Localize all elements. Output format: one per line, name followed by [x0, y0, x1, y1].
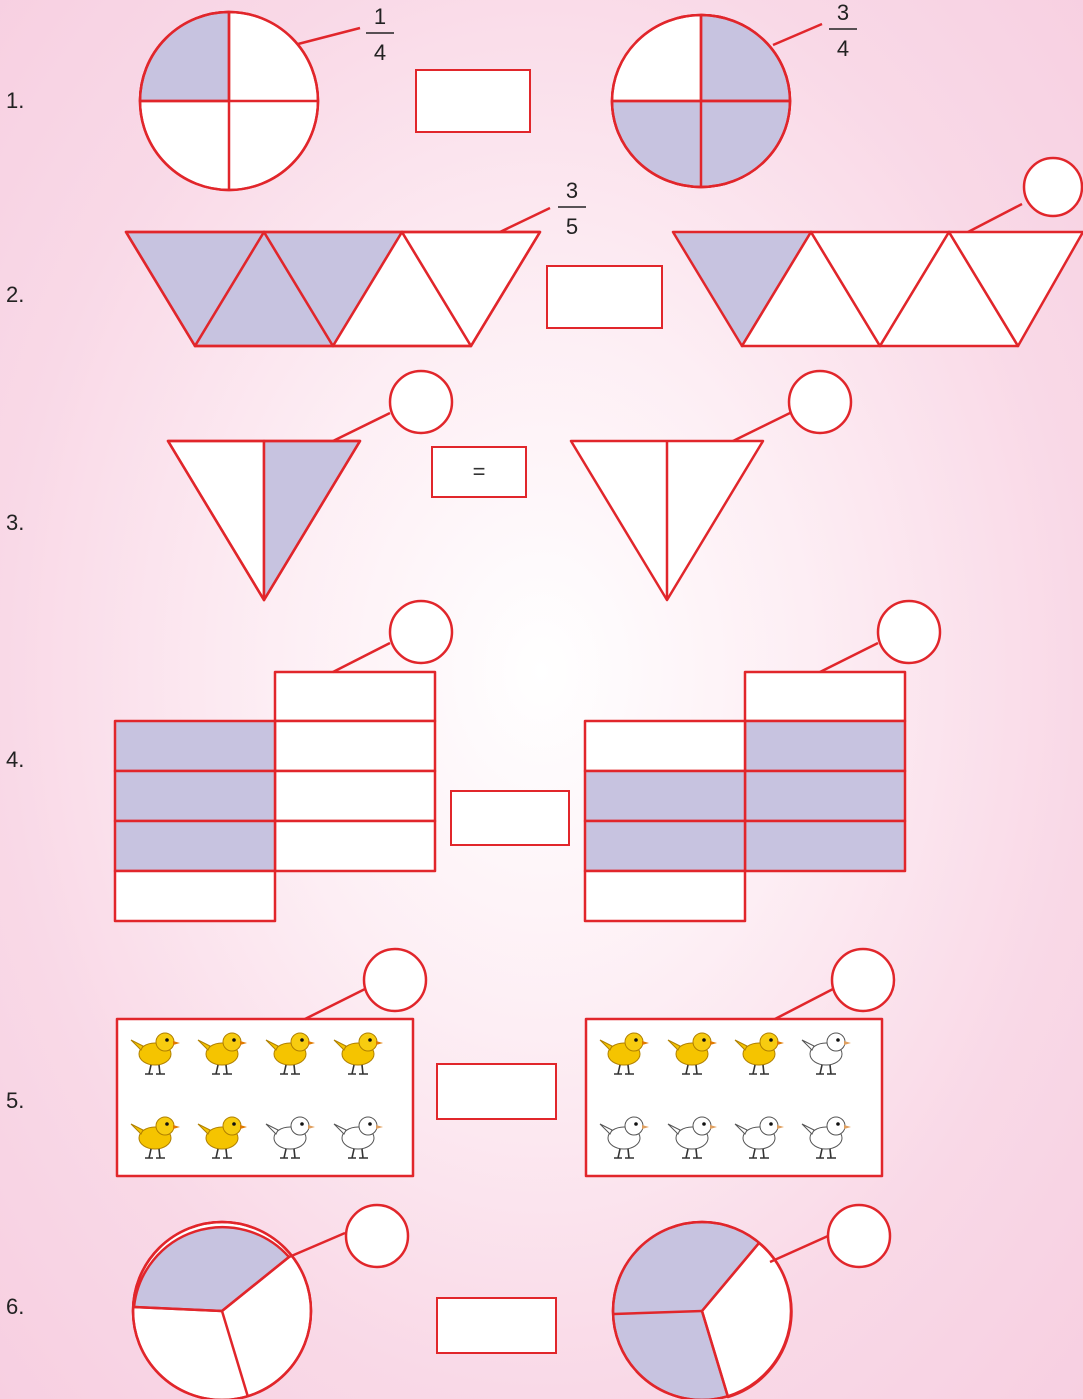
row-number-4: 4. [6, 747, 25, 772]
row6-left-fraction-circle [344, 1203, 410, 1269]
row4-left-grid [113, 670, 437, 923]
svg-text:5: 5 [566, 214, 578, 239]
row5-right-fraction-circle [830, 947, 896, 1013]
row1-right-ellipse [610, 13, 792, 189]
row-number-3: 3. [6, 510, 25, 535]
row2-right-trapezoid [671, 230, 1083, 348]
row-number-5: 5. [6, 1088, 25, 1113]
row6-left-circle [131, 1220, 313, 1399]
row1-left-circle [138, 10, 320, 192]
row6-right-circle [611, 1220, 793, 1399]
row4-left-fraction-circle [388, 599, 454, 665]
row3-answer-box[interactable]: = [431, 446, 527, 498]
row3-left-triangle [166, 439, 362, 602]
row3-right-fraction-circle [787, 369, 853, 435]
row4-right-grid [583, 670, 907, 923]
row1-left-fraction: 1 4 [366, 4, 394, 65]
row2-answer-box[interactable] [546, 265, 663, 329]
svg-text:1: 1 [374, 4, 386, 29]
svg-text:3: 3 [837, 0, 849, 25]
row6-right-fraction-circle [826, 1203, 892, 1269]
row1-right-fraction: 3 4 [829, 0, 857, 61]
svg-text:3: 3 [566, 178, 578, 203]
row3-answer-text: = [472, 459, 486, 484]
svg-text:4: 4 [837, 36, 849, 61]
row-number-2: 2. [6, 282, 25, 307]
row-number-1: 1. [6, 88, 25, 113]
row5-answer-box[interactable] [436, 1063, 557, 1120]
row2-left-trapezoid [124, 230, 542, 348]
row6-answer-box[interactable] [436, 1297, 557, 1354]
row3-right-triangle [569, 439, 765, 602]
row3-left-fraction-circle [388, 369, 454, 435]
row-number-6: 6. [6, 1294, 25, 1319]
row4-right-fraction-circle [876, 599, 942, 665]
row1-answer-box[interactable] [415, 69, 531, 133]
row2-left-fraction: 3 5 [558, 178, 586, 239]
row5-left-fraction-circle [362, 947, 428, 1013]
svg-text:4: 4 [374, 40, 386, 65]
row4-answer-box[interactable] [450, 790, 570, 846]
row2-right-fraction-circle [1022, 156, 1083, 218]
